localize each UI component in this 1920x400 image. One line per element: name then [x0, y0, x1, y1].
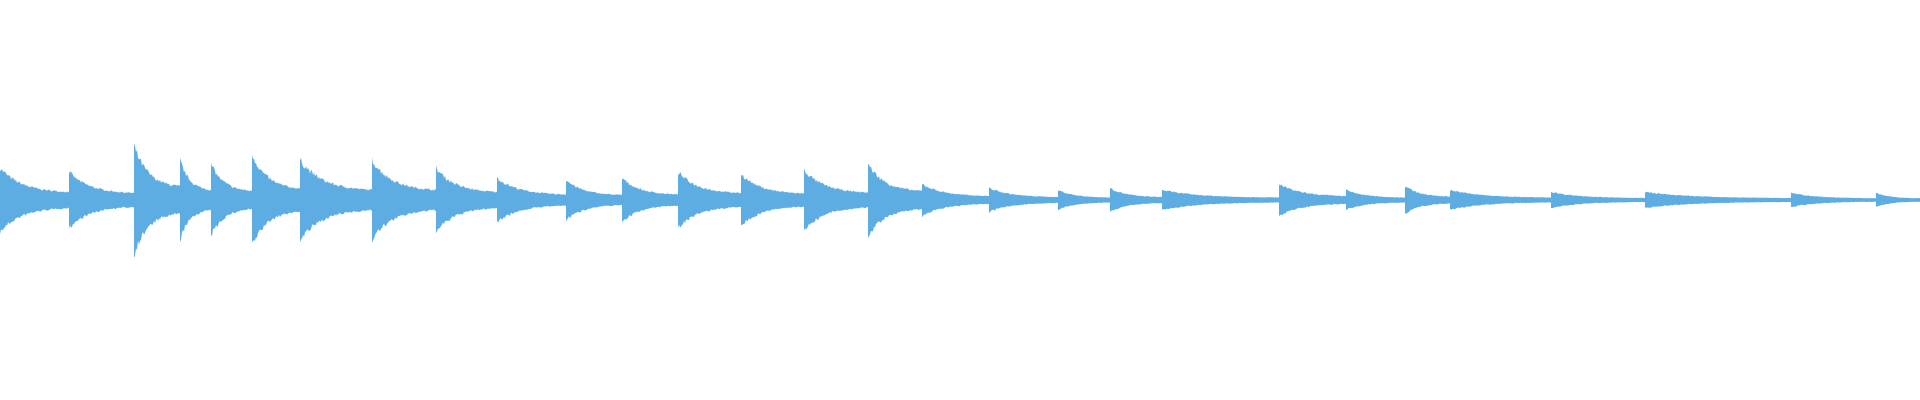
waveform-segment	[1346, 189, 1405, 210]
waveform-segment	[1645, 191, 1791, 208]
waveform-segment	[1791, 192, 1876, 208]
waveform-segment	[0, 169, 69, 235]
waveform-segment	[868, 164, 922, 239]
waveform-segment	[922, 184, 989, 217]
waveform-segment	[1279, 184, 1346, 216]
waveform-segment	[300, 158, 372, 243]
waveform-segment	[1162, 190, 1279, 210]
waveform-segment	[1058, 189, 1110, 211]
waveform-segment	[436, 165, 497, 234]
waveform-segment	[622, 178, 678, 224]
waveform-segment	[1876, 192, 1920, 207]
waveform-segment	[211, 162, 252, 237]
waveform-segment	[1110, 187, 1162, 212]
waveform-segment	[804, 168, 868, 231]
waveform-segment	[1551, 192, 1645, 209]
waveform-segment	[989, 187, 1058, 213]
waveform-segment	[497, 177, 566, 223]
waveform-segment	[69, 171, 134, 229]
waveform-segment	[372, 157, 436, 243]
waveform-segment	[180, 157, 211, 243]
waveform-segment	[1450, 189, 1551, 210]
waveform-segment	[678, 171, 741, 228]
waveform-segment	[741, 174, 804, 226]
waveform-segment	[1405, 186, 1450, 215]
waveform-segment	[252, 154, 300, 243]
waveform-segment	[566, 181, 622, 222]
waveform-segment	[134, 143, 180, 258]
